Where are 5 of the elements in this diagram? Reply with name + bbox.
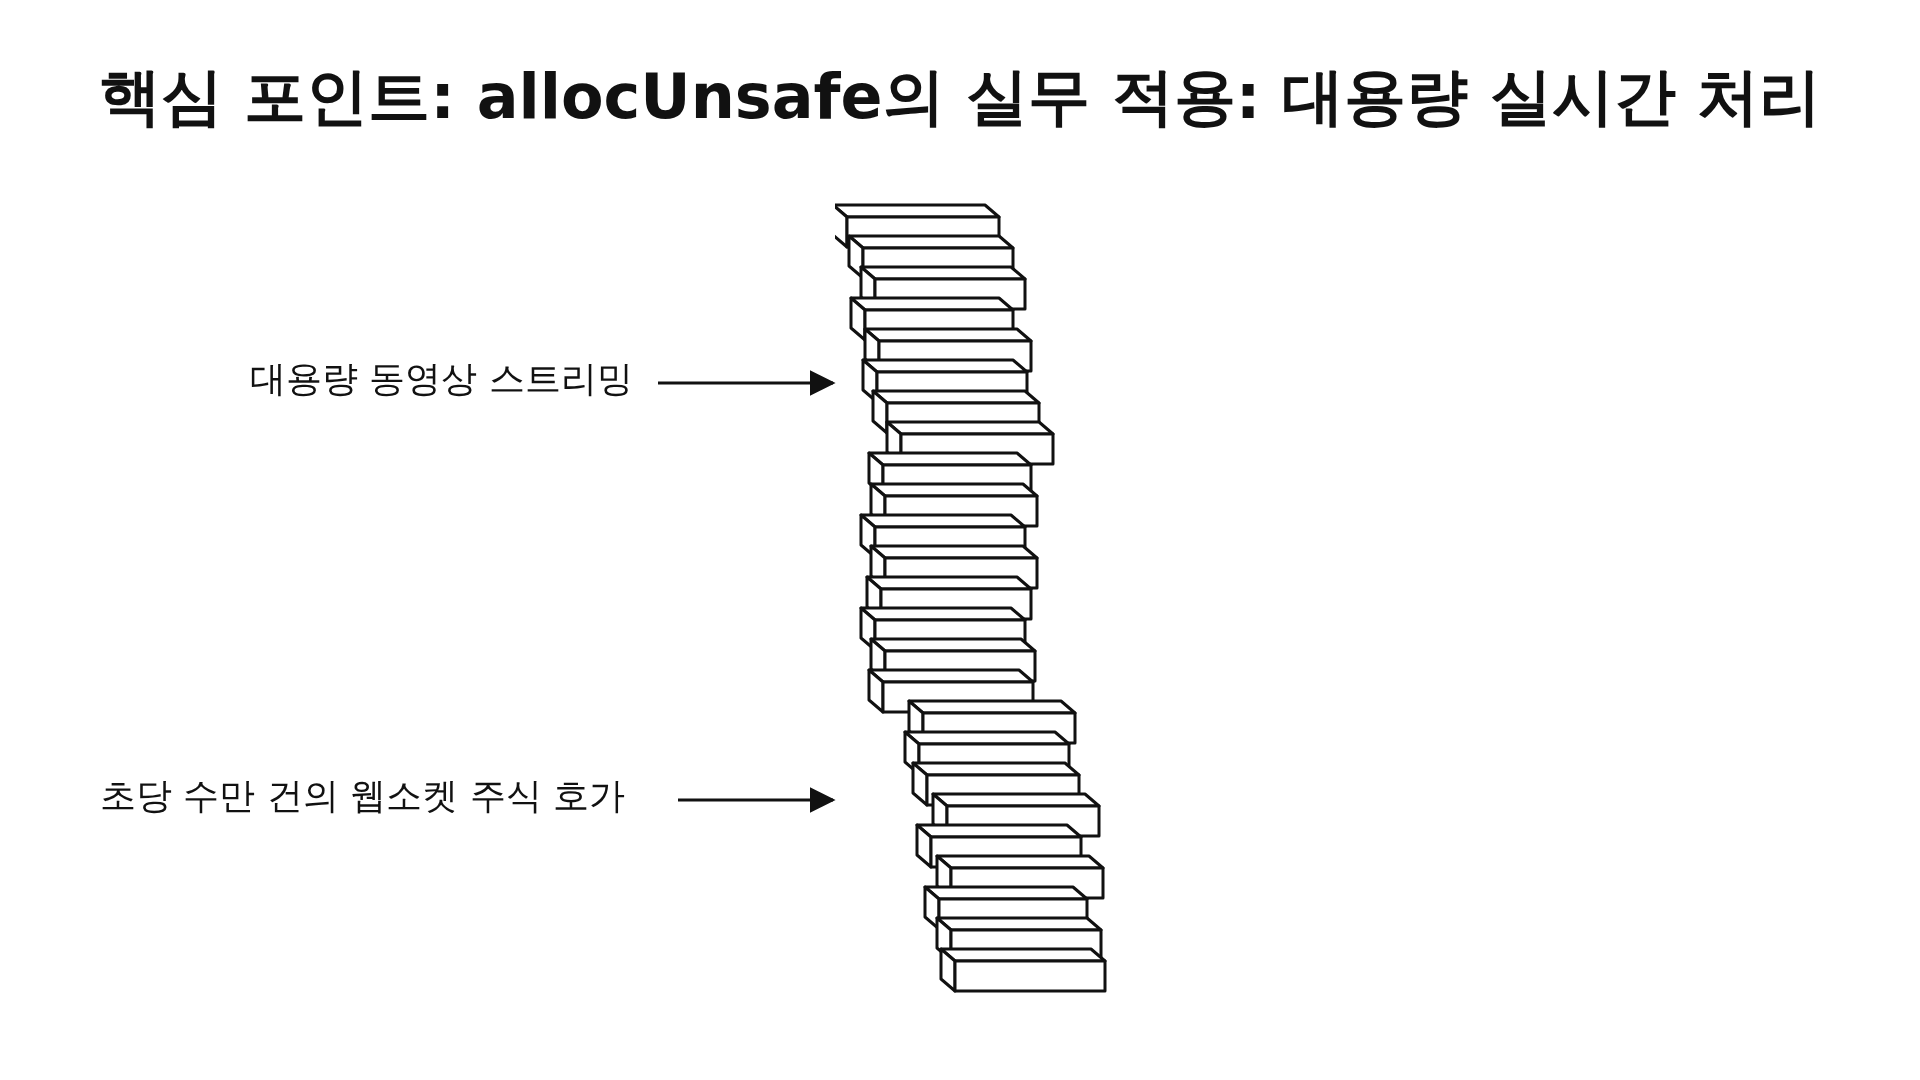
callout-label: 초당 수만 건의 웹소켓 주식 호가 — [100, 774, 627, 818]
arrow — [658, 370, 836, 396]
arrow — [678, 787, 836, 813]
title: 핵심 포인트: allocUnsafe의 실무 적용: 대용량 실시간 처리 — [97, 59, 1823, 135]
callout-label: 대용량 동영상 스트리밍 — [250, 357, 634, 401]
